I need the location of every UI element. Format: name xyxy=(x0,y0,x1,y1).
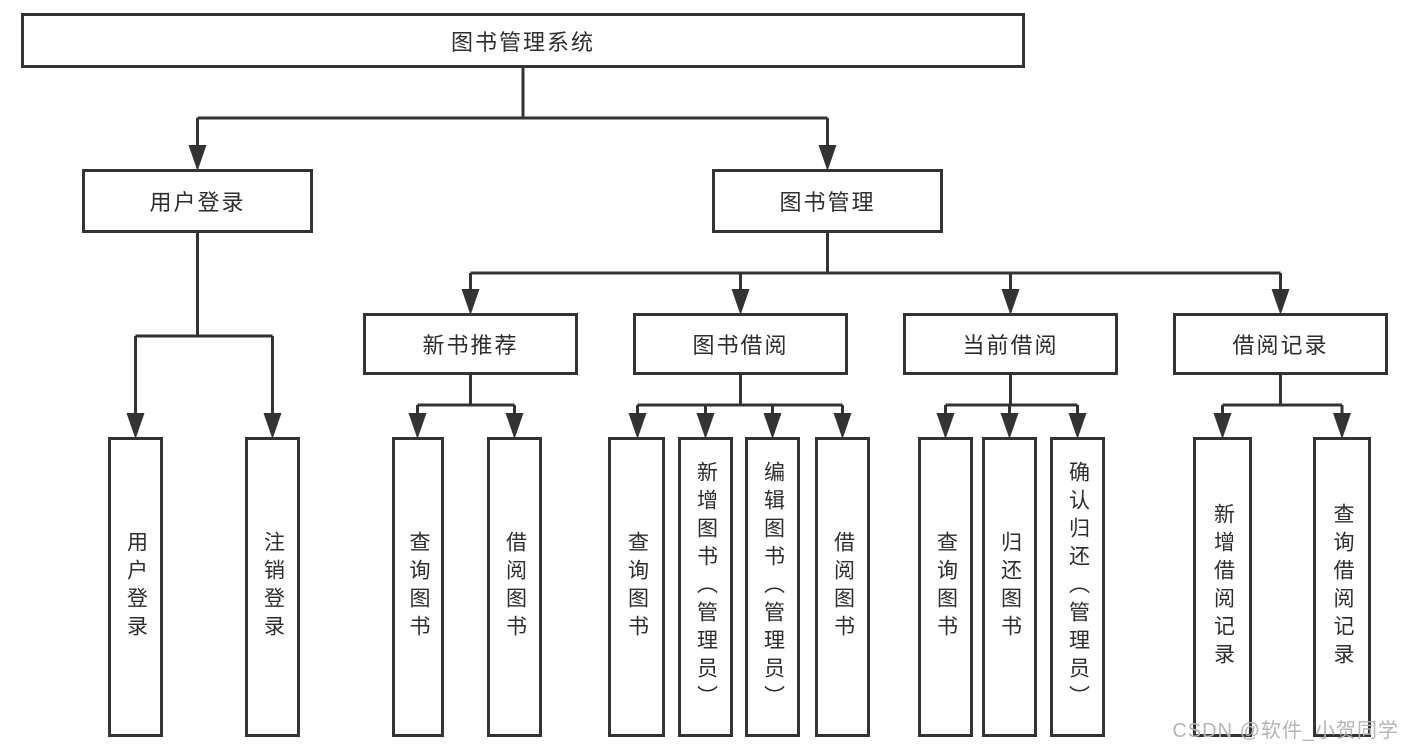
arrowhead-icons xyxy=(126,145,1351,439)
leaf-query-borrow-record: 查询借阅记录 xyxy=(1313,437,1371,737)
node-root-label: 图书管理系统 xyxy=(450,29,595,55)
leaf-borrow-books-1: 借阅图书 xyxy=(487,437,542,737)
node-new-book-recommend-label: 新书推荐 xyxy=(422,333,519,358)
leaf-query-books-3: 查询图书 xyxy=(918,437,973,737)
node-borrow-records-label: 借阅记录 xyxy=(1232,333,1329,358)
node-borrow-records: 借阅记录 xyxy=(1173,313,1388,375)
node-user-login-label: 用户登录 xyxy=(149,190,246,215)
node-book-management: 图书管理 xyxy=(712,169,943,233)
leaf-query-books-1: 查询图书 xyxy=(392,437,444,737)
leaf-borrow-books-1-label: 借阅图书 xyxy=(503,531,527,643)
leaf-query-books-2: 查询图书 xyxy=(608,437,665,737)
leaf-confirm-return-admin: 确认归还（管理员） xyxy=(1050,437,1105,737)
leaf-edit-books-admin: 编辑图书（管理员） xyxy=(745,437,800,737)
leaf-add-borrow-record-label: 新增借阅记录 xyxy=(1211,503,1235,671)
leaf-query-books-3-label: 查询图书 xyxy=(934,531,958,643)
node-book-borrow-label: 图书借阅 xyxy=(692,333,789,358)
node-user-login: 用户登录 xyxy=(82,169,313,233)
leaf-logout-label: 注销登录 xyxy=(261,531,285,643)
leaf-user-login: 用户登录 xyxy=(108,437,163,737)
node-book-management-label: 图书管理 xyxy=(779,190,876,215)
leaf-add-books-admin-label: 新增图书（管理员） xyxy=(694,461,718,713)
leaf-user-login-label: 用户登录 xyxy=(124,531,148,643)
node-root: 图书管理系统 xyxy=(21,13,1025,68)
leaf-return-books: 归还图书 xyxy=(982,437,1037,737)
leaf-return-books-label: 归还图书 xyxy=(998,531,1022,643)
leaf-add-books-admin: 新增图书（管理员） xyxy=(678,437,733,737)
leaf-borrow-books-2-label: 借阅图书 xyxy=(831,531,855,643)
leaf-borrow-books-2: 借阅图书 xyxy=(815,437,870,737)
leaf-logout: 注销登录 xyxy=(245,437,300,737)
leaf-edit-books-admin-label: 编辑图书（管理员） xyxy=(761,461,785,713)
node-current-borrow-label: 当前借阅 xyxy=(962,333,1059,358)
leaf-add-borrow-record: 新增借阅记录 xyxy=(1193,437,1252,737)
leaf-query-books-2-label: 查询图书 xyxy=(625,531,649,643)
node-new-book-recommend: 新书推荐 xyxy=(363,313,578,375)
node-book-borrow: 图书借阅 xyxy=(633,313,848,375)
leaf-confirm-return-admin-label: 确认归还（管理员） xyxy=(1066,461,1090,713)
leaf-query-borrow-record-label: 查询借阅记录 xyxy=(1331,503,1354,671)
leaf-query-books-1-label: 查询图书 xyxy=(407,531,430,643)
watermark: CSDN @软件_小贺同学 xyxy=(1172,720,1399,742)
node-current-borrow: 当前借阅 xyxy=(903,313,1118,375)
